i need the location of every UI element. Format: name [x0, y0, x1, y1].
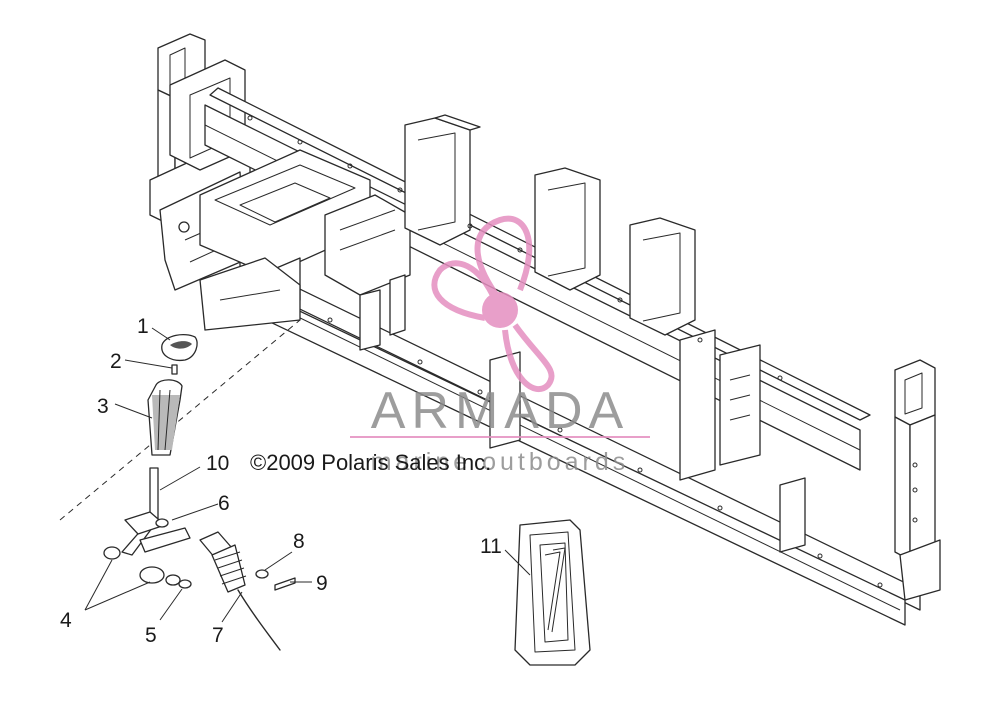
- watermark-brand: ARMADA: [371, 382, 629, 440]
- part-7-shift-cable: [199, 531, 281, 651]
- callout-1: 1: [137, 315, 149, 338]
- callout-9: 9: [316, 572, 328, 595]
- part-3-shift-handle: [147, 379, 183, 456]
- callout-2: 2: [110, 350, 122, 373]
- part-5-clip: [178, 579, 192, 589]
- callout-8: 8: [293, 530, 305, 553]
- callout-5: 5: [145, 624, 157, 647]
- callout-4: 4: [60, 609, 72, 632]
- callout-11: 11: [480, 535, 502, 558]
- part-8-washer: [255, 569, 269, 579]
- callout-3: 3: [97, 395, 109, 418]
- part-6-nut: [155, 518, 169, 528]
- part-9-cotter-pin: [274, 577, 296, 591]
- chassis-frame: [59, 33, 941, 626]
- callout-7: 7: [212, 624, 224, 647]
- armada-logo-watermark: ARMADA marine outboards: [350, 215, 650, 476]
- propeller-icon: [431, 215, 555, 393]
- callout-labels: 1 2 3 4 5 6 7 8 9 10 11: [60, 315, 502, 647]
- callout-10: 10: [206, 452, 229, 475]
- part-2-screw: [171, 364, 178, 375]
- part-11-shift-boot: [514, 519, 591, 666]
- part-10-shift-lever: [121, 467, 191, 556]
- leader-lines: [84, 327, 531, 623]
- part-1-knob-cap: [161, 334, 198, 362]
- watermark-tagline: marine outboards: [371, 448, 630, 476]
- part-4-bushings: [103, 546, 181, 586]
- callout-6: 6: [218, 492, 230, 515]
- copyright-text: ©2009 Polaris Sales Inc.: [250, 450, 491, 475]
